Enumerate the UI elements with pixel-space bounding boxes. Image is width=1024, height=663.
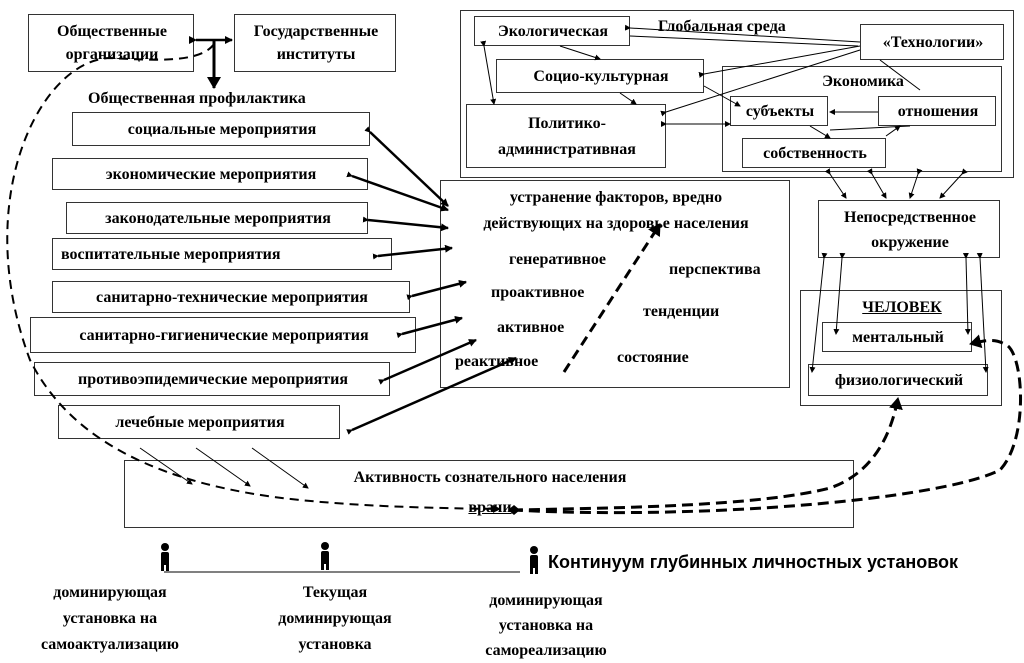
- continuum-right-3: самореализацию: [485, 642, 607, 659]
- activity-title: Активность сознательного населения: [353, 469, 627, 486]
- level-generative: генеративное: [509, 251, 606, 268]
- person-icon-right: [530, 546, 538, 574]
- continuum-left-2: установка на: [62, 610, 158, 627]
- state-inst-line2: институты: [276, 46, 356, 63]
- level-active: активное: [497, 319, 565, 336]
- continuum-left-1: доминирующая: [53, 584, 167, 601]
- technologies-box: «Технологии»: [860, 24, 1004, 60]
- public-orgs-line1: Общественные: [57, 23, 167, 40]
- center-box: устранение факторов, вредно действующих …: [440, 180, 790, 388]
- env-links: [824, 168, 968, 199]
- global-env-title: Глобальная среда: [658, 18, 786, 35]
- subjects-box: субъекты: [730, 96, 828, 126]
- mental-box: ментальный: [822, 322, 972, 352]
- continuum-title: Континуум глубинных личностных установок: [548, 552, 959, 572]
- center-title-line1: устранение факторов, вредно: [509, 189, 723, 206]
- person-icon-left: [161, 543, 169, 571]
- center-title-line2: действующих на здоровье населения: [483, 215, 749, 232]
- measure-social: социальные мероприятия: [72, 112, 370, 146]
- human-title: ЧЕЛОВЕК: [862, 299, 942, 316]
- measure-educational: воспитательные мероприятия: [52, 238, 392, 270]
- continuum-middle-2: доминирующая: [278, 610, 392, 627]
- political-box: Политико- административная: [466, 104, 666, 168]
- level-progress-arrow: [562, 223, 662, 373]
- ecological-box: Экологическая: [474, 16, 630, 46]
- property-box: собственность: [742, 138, 886, 168]
- dashed-loop-orgs-doctors: [6, 43, 501, 513]
- prevention-title: Общественная профилактика: [88, 90, 306, 107]
- state-perspective: перспектива: [669, 261, 761, 278]
- person-icon-middle: [321, 542, 329, 570]
- environment-box: Непосредственное окружение: [818, 200, 1000, 258]
- level-proactive: проактивное: [491, 284, 585, 301]
- public-orgs-box: Общественные организации: [28, 14, 194, 72]
- dashed-doctors-mental: [511, 334, 1022, 515]
- physiological-box: физиологический: [808, 364, 988, 396]
- state-current: состояние: [617, 349, 689, 366]
- continuum-right-1: доминирующая: [489, 592, 603, 609]
- activity-box: Активность сознательного населения врачи: [124, 460, 854, 528]
- continuum-middle-1: Текущая: [302, 584, 368, 601]
- measure-economic: экономические мероприятия: [52, 158, 368, 190]
- human-links: [809, 252, 989, 373]
- measure-arrows: [346, 126, 517, 435]
- measure-antiepidemic: противоэпидемические мероприятия: [34, 362, 390, 396]
- measure-sanitary-technical: санитарно-технические мероприятия: [52, 281, 410, 313]
- state-inst-line1: Государственные: [253, 23, 379, 40]
- continuum-left-3: самоактуализацию: [40, 636, 180, 653]
- state-inst-box: Государственные институты: [234, 14, 396, 72]
- dashed-doctors-physiological: [511, 397, 903, 512]
- continuum-right-2: установка на: [498, 617, 594, 634]
- continuum-middle-3: установка: [298, 636, 372, 653]
- global-links: [480, 24, 921, 139]
- economy-title: Экономика: [822, 73, 904, 90]
- state-tendencies: тенденции: [643, 303, 720, 320]
- relations-box: отношения: [878, 96, 996, 126]
- sociocultural-box: Социо-культурная: [496, 59, 704, 93]
- measure-medical: лечебные мероприятия: [58, 405, 340, 439]
- measure-legislative: законодательные мероприятия: [66, 202, 368, 234]
- hatching: [139, 447, 309, 489]
- measure-sanitary-hygienic: санитарно-гигиенические мероприятия: [30, 317, 416, 353]
